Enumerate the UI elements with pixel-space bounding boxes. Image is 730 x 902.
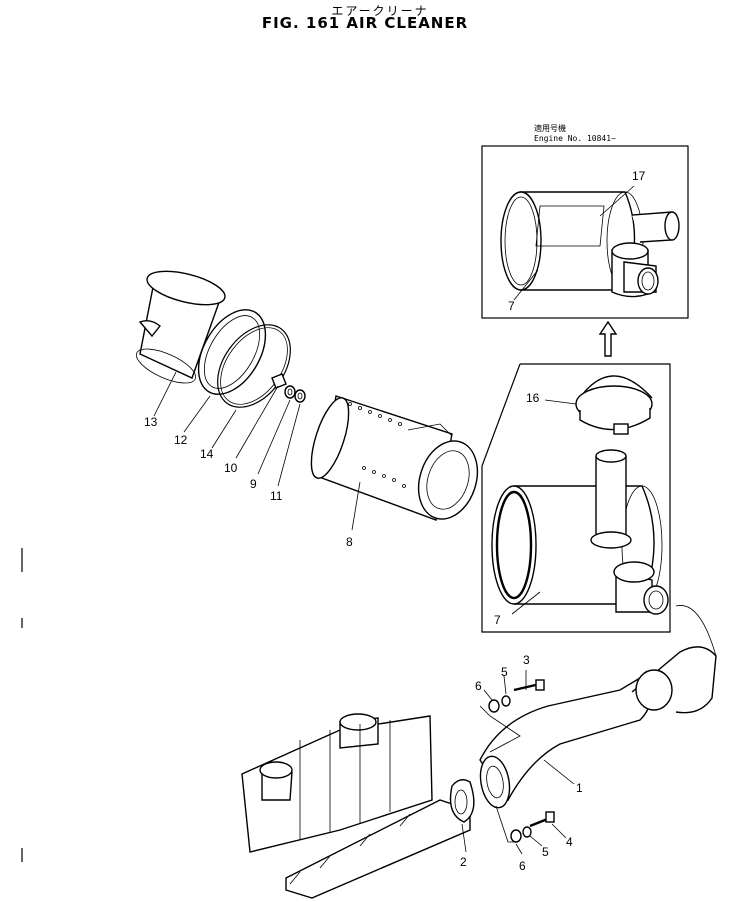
- cover-13: [135, 270, 226, 384]
- gasket-2: [449, 779, 475, 823]
- engine-block: [241, 713, 471, 899]
- callout-6-lower: 6: [519, 859, 526, 873]
- inset-note-line-1: 適用号機: [534, 124, 566, 133]
- callout-7-lower: 7: [494, 613, 501, 627]
- upgrade-arrow: [598, 320, 618, 357]
- bolt-3: [513, 679, 545, 692]
- filter-element-8: [310, 395, 479, 521]
- callout-4: 4: [566, 835, 573, 849]
- callout-13: 13: [144, 415, 158, 429]
- inset-note-line-2: Engine No. 10841~: [534, 134, 616, 143]
- figure-title: FIG. 161 AIR CLEANER: [261, 14, 469, 32]
- callout-12: 12: [174, 433, 188, 447]
- callout-8: 8: [346, 535, 353, 549]
- washer-9: [284, 385, 296, 399]
- intake-hose-1: [479, 605, 717, 809]
- clip-10: [271, 373, 287, 389]
- leader-lines: [153, 185, 635, 855]
- nut-6-lower: [510, 829, 522, 843]
- inset-box-upper: [481, 145, 689, 319]
- dust-cap-16: [575, 375, 653, 435]
- callout-6-upper: 6: [475, 679, 482, 693]
- callout-14: 14: [200, 447, 214, 461]
- callout-17: 17: [632, 169, 646, 183]
- callout-11: 11: [270, 489, 283, 503]
- air-cleaner-body-lower: [491, 449, 669, 615]
- callout-5-lower: 5: [542, 845, 549, 859]
- callout-16: 16: [526, 391, 540, 405]
- air-cleaner-body-inset: [500, 191, 680, 298]
- inset-frame-lower: [481, 363, 671, 633]
- washer-5-upper: [501, 695, 511, 707]
- callout-9: 9: [250, 477, 257, 491]
- bolt-4: [529, 811, 555, 828]
- callout-3: 3: [523, 653, 530, 667]
- inset-applicability-note: 適用号機 Engine No. 10841~: [534, 124, 616, 144]
- label-plate-17: [535, 205, 605, 247]
- callout-1: 1: [576, 781, 583, 795]
- callout-7-upper: 7: [508, 299, 515, 313]
- nut-6-upper: [488, 699, 500, 713]
- callout-5-upper: 5: [501, 665, 508, 679]
- callout-2: 2: [460, 855, 467, 869]
- title-japanese: エアークリーナ: [331, 4, 429, 18]
- callout-10: 10: [224, 461, 238, 475]
- washer-5-lower: [522, 826, 532, 838]
- nut-11: [294, 389, 306, 403]
